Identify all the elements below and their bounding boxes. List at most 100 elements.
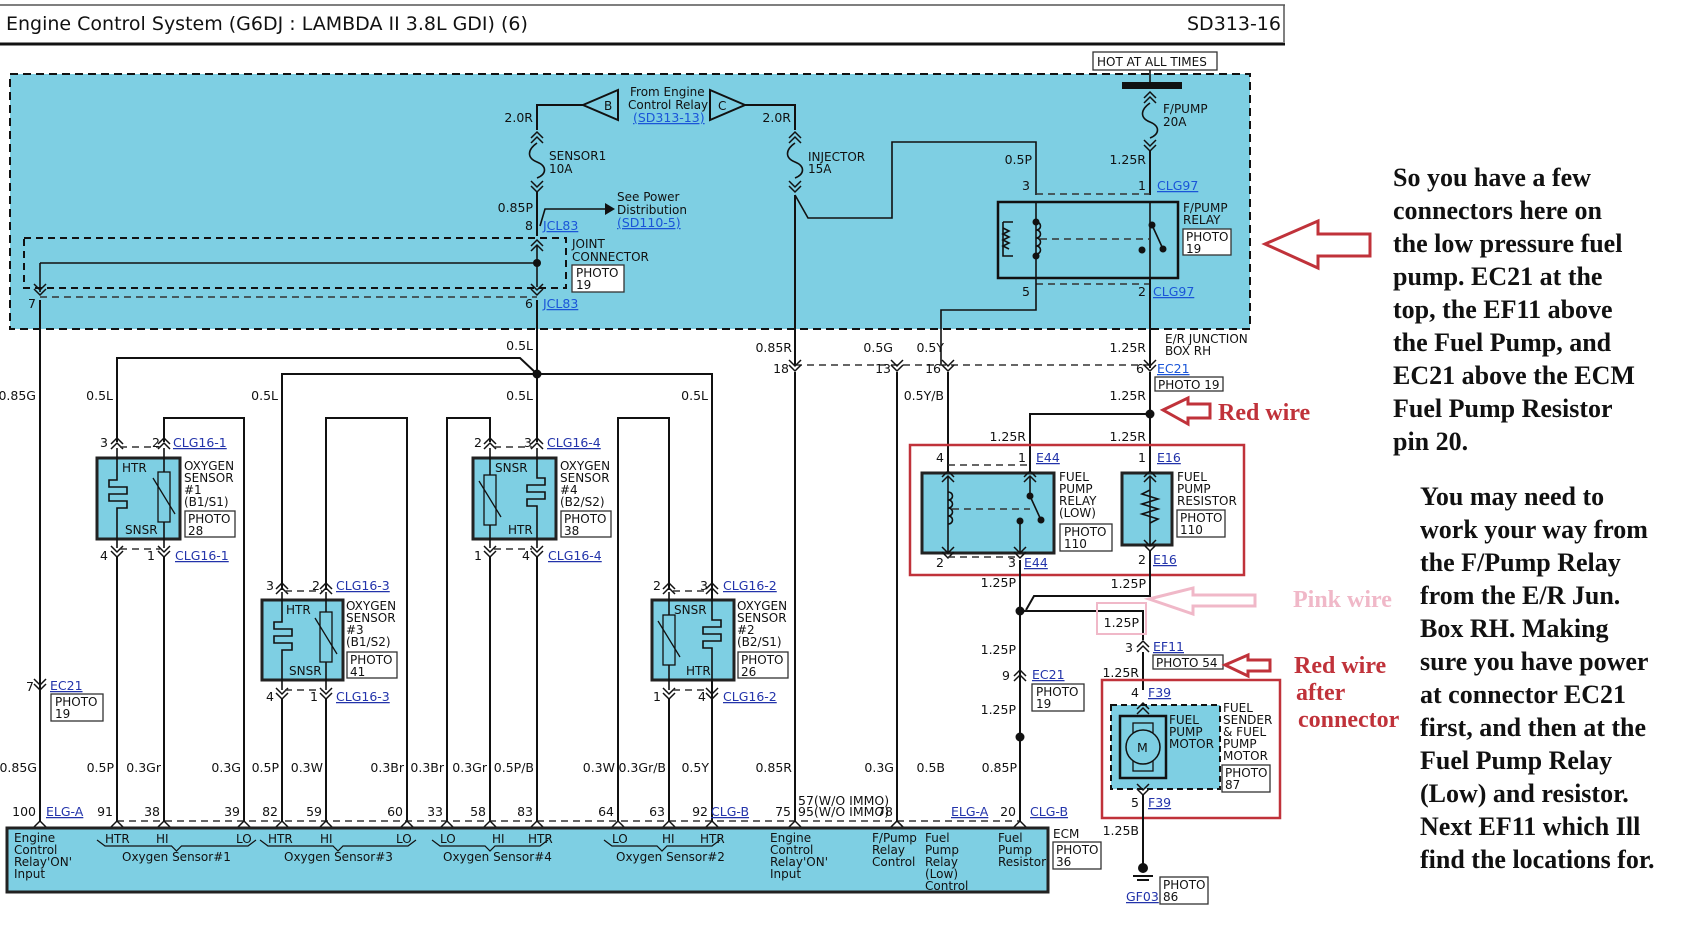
link-clg16-4[interactable]: CLG16-4 [547, 435, 601, 450]
link-f39[interactable]: F39 [1148, 685, 1171, 700]
link-sd313-13[interactable]: (SD313-13) [633, 110, 705, 125]
link-clg16-4[interactable]: CLG16-4 [548, 548, 602, 563]
sender-label: SENDER [1223, 713, 1272, 727]
red-arrow-red-wire [1159, 395, 1212, 427]
link-ec21[interactable]: EC21 [1032, 667, 1065, 682]
oxygen-sensor-1: 3 2 CLG16-1 HTR SNSR OXYGEN SENSOR #1 (B… [95, 435, 236, 563]
pin-label: 3 [266, 578, 274, 593]
pin-label: 8 [525, 218, 533, 233]
link-e16[interactable]: E16 [1153, 552, 1177, 567]
link-clg16-2[interactable]: CLG16-2 [723, 578, 777, 593]
link-e16[interactable]: E16 [1157, 450, 1181, 465]
terminal-c-label: C [718, 99, 726, 113]
photo-number: 87 [1225, 778, 1240, 792]
link-clg-b[interactable]: CLG-B [1030, 804, 1068, 819]
link-elg-a[interactable]: ELG-A [46, 804, 84, 819]
wire-label: 1.25R [1109, 388, 1146, 403]
photo-28-badge[interactable] [184, 510, 236, 538]
photo-87-badge[interactable] [1221, 764, 1271, 793]
ecm-pin-label: 83 [517, 804, 533, 819]
fpump-relay-box [996, 200, 1180, 280]
photo-54-badge[interactable] [1152, 654, 1224, 670]
relay-resistor-icon [1001, 227, 1011, 250]
wire-label: 0.5Y/B [904, 388, 944, 403]
link-clg16-1[interactable]: CLG16-1 [175, 548, 229, 563]
from-relay-label: From Engine [630, 85, 705, 99]
link-gf03[interactable]: GF03 [1126, 889, 1159, 904]
note-line: EC21 above the ECM [1393, 361, 1635, 390]
htr-label: HTR [286, 603, 311, 617]
pin-label: 6 [1136, 361, 1144, 376]
link-ec21[interactable]: EC21 [1157, 361, 1190, 376]
ecm-pin-label: 78 [877, 804, 893, 819]
ecm-input-label: Engine [14, 831, 55, 845]
ecm-sensor-pin-label: HTR [700, 832, 725, 846]
annotation-red-after: connector [1298, 707, 1400, 733]
photo-36-badge[interactable] [1052, 841, 1102, 870]
fpump-fuse-icon [1141, 102, 1159, 139]
link-clg-b[interactable]: CLG-B [711, 804, 749, 819]
pin-label: 4 [1131, 685, 1139, 700]
link-clg16-2[interactable]: CLG16-2 [723, 689, 777, 704]
ecm-pin-label: 75 [775, 804, 791, 819]
link-e44[interactable]: E44 [1036, 450, 1060, 465]
joint-connector-label: JOINT [571, 237, 606, 251]
wire-label: 1.25P [1104, 615, 1140, 630]
pin-label: 1 [310, 689, 318, 704]
injector-fuse-amp: 15A [808, 162, 832, 176]
relay-switch-icon [1029, 495, 1042, 521]
link-ef11[interactable]: EF11 [1153, 639, 1184, 654]
photo-110-badge[interactable] [1176, 509, 1226, 538]
sensor-label: (B1/S1) [184, 495, 229, 509]
link-clg16-1[interactable]: CLG16-1 [173, 435, 227, 450]
link-e44[interactable]: E44 [1024, 555, 1048, 570]
ecm-fpump-relay-low-label: (Low) [925, 867, 958, 881]
photo-26-badge[interactable] [737, 651, 789, 679]
ecm-pin-label: 92 [692, 804, 708, 819]
link-clg16-3[interactable]: CLG16-3 [336, 689, 390, 704]
terminal-b-label: B [604, 99, 612, 113]
ecm-sensor-group-label: Oxygen Sensor#4 [443, 850, 552, 864]
pin-label: 9 [1002, 668, 1010, 683]
ecm-fpump-relay-label: Relay [872, 843, 905, 857]
link-elg-a[interactable]: ELG-A [951, 804, 989, 819]
wire-label: 0.3Br [370, 760, 404, 775]
wire-label: 0.5G [863, 340, 893, 355]
note-line: Fuel Pump Resistor [1393, 394, 1613, 423]
ecm-input-label: Control [770, 843, 813, 857]
photo-label: PHOTO [188, 512, 230, 526]
ecm-pin-label: 100 [12, 804, 36, 819]
photo-41-badge[interactable] [346, 651, 398, 679]
oxygen-sensor-2: 2 3 CLG16-2 SNSR HTR OXYGEN SENSOR #2 (B… [650, 578, 789, 704]
pin-label: 4 [100, 548, 108, 563]
link-clg16-3[interactable]: CLG16-3 [336, 578, 390, 593]
ecm-pin-label: 60 [387, 804, 403, 819]
link-clg97[interactable]: CLG97 [1153, 284, 1194, 299]
photo-19-badge[interactable] [50, 693, 104, 722]
motor-icon [1125, 729, 1161, 765]
low-relay-label: FUEL [1059, 470, 1089, 484]
link-jcl83[interactable]: JCL83 [542, 218, 578, 233]
brace-icon [96, 839, 257, 852]
photo-number: 86 [1163, 890, 1178, 904]
photo-19-badge[interactable] [1182, 228, 1232, 256]
photo-19-badge[interactable] [1154, 376, 1224, 392]
sensor1-fuse-name: SENSOR1 [549, 149, 606, 163]
heater-icon [273, 592, 293, 690]
highlight-relay-resistor [908, 443, 1246, 577]
wire-label: 0.85R [755, 340, 792, 355]
photo-38-badge[interactable] [560, 510, 612, 538]
link-clg97[interactable]: CLG97 [1157, 178, 1198, 193]
link-ec21[interactable]: EC21 [50, 678, 83, 693]
photo-19-badge[interactable] [1031, 683, 1085, 712]
photo-86-badge[interactable] [1159, 876, 1209, 905]
photo-110-badge[interactable] [1059, 523, 1113, 552]
link-sd110-5[interactable]: (SD110-5) [617, 215, 681, 230]
link-f39[interactable]: F39 [1148, 795, 1171, 810]
ecm-fpump-relay-label: F/Pump [872, 831, 917, 845]
low-relay-label: PUMP [1059, 482, 1093, 496]
link-jcl83[interactable]: JCL83 [542, 296, 578, 311]
photo-19-badge[interactable] [571, 264, 625, 293]
wire-label: 1.25P [981, 575, 1017, 590]
